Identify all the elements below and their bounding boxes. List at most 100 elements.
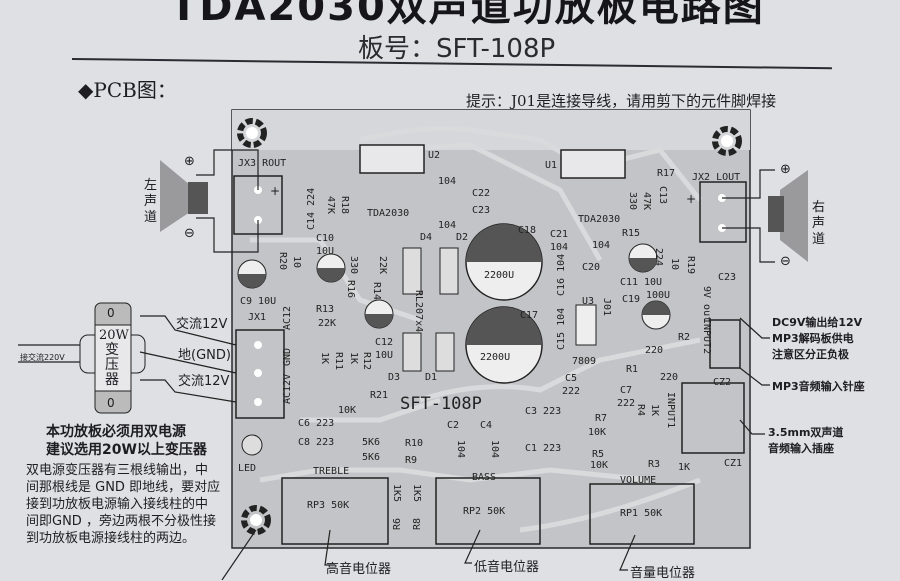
pcb-silkscreen-label: D4 [420, 232, 433, 243]
small-capacitor [641, 300, 671, 330]
pcb-silkscreen-label: TDA2030 [578, 214, 621, 225]
pcb-silkscreen-label: 104 [592, 240, 611, 251]
pcb-silkscreen-label: C22 [472, 188, 491, 199]
rp1-pot [589, 483, 695, 545]
pcb-silkscreen-label: 10U [375, 350, 394, 361]
pcb-silkscreen-label: AC12V [282, 373, 293, 404]
pcb-silkscreen-label: R11 [333, 352, 344, 371]
pcb-silkscreen-label: 10K [338, 405, 357, 416]
wiring-note-line: 到功放板电源接线柱的两边。 [26, 531, 196, 546]
transformer-power: 20W [99, 328, 129, 343]
pcb-silkscreen-label: C5 [565, 373, 578, 384]
pcb-silkscreen-label: 224 [653, 248, 664, 267]
pcb-silkscreen-label: RP2 50K [463, 506, 506, 517]
pcb-silkscreen-label: 330 [348, 256, 359, 275]
ac12v-label-1: 交流12V [176, 317, 228, 332]
pcb-silkscreen-label: CZ1 [724, 458, 743, 469]
bass-pot-callout: 低音电位器 [474, 560, 540, 575]
pcb-silkscreen-label: C18 [518, 225, 537, 236]
transformer-icon [79, 302, 146, 414]
pcb-silkscreen-label: SFT-108P [400, 394, 482, 414]
pcb-silkscreen-label: R20 [277, 252, 288, 271]
pcb-silkscreen-label: C12 [375, 337, 394, 348]
pcb-silkscreen-label: 7809 [572, 356, 597, 367]
pcb-silkscreen-label: 47K [641, 192, 652, 211]
pcb-silkscreen-label: JX3 ROUT [238, 158, 287, 169]
pcb-silkscreen-label: JX1 [248, 312, 267, 323]
pcb-top-margin [232, 110, 750, 150]
pcb-silkscreen-label: 104 [438, 176, 457, 187]
mp3-input-callout: MP3音频输入针座 [772, 380, 865, 393]
left-plus-icon: ⊕ [184, 154, 195, 169]
cz2-header [709, 319, 741, 369]
pcb-silkscreen-label: C6 223 [298, 418, 335, 429]
left-channel-label: 左声道 [144, 178, 158, 225]
pcb-section-heading: ◆PCB图： [78, 78, 177, 102]
pcb-silkscreen-label: 220 [660, 372, 679, 383]
rp2-pot [435, 477, 541, 545]
pcb-silkscreen-label: 1K [649, 404, 660, 417]
pcb-silkscreen-label: GND [282, 347, 293, 366]
pcb-silkscreen-label: C21 [550, 229, 569, 240]
pcb-silkscreen-label: 1K [319, 352, 330, 365]
pcb-silkscreen-label: 47K [325, 196, 336, 215]
small-capacitor [364, 299, 394, 329]
c17-capacitor [465, 306, 543, 384]
pcb-silkscreen-label: INPUT1 [665, 392, 676, 429]
pcb-silkscreen-label: INPUT2 [701, 318, 712, 355]
pcb-silkscreen-label: R16 [345, 280, 356, 299]
pcb-silkscreen-label: R12 [361, 352, 372, 371]
pcb-silkscreen-label: C14 224 [306, 187, 317, 230]
pcb-silkscreen-label: R2 [678, 332, 691, 343]
pcb-silkscreen-label: RP1 50K [620, 508, 663, 519]
pcb-silkscreen-label: C10 [316, 233, 335, 244]
pcb-silkscreen-label: 100U [646, 290, 671, 301]
board-number: 板号：SFT-108P [358, 34, 556, 64]
transformer-tab-bottom: 0 [107, 396, 115, 410]
c18-capacitor [465, 223, 543, 301]
pcb-silkscreen-label: R10 [405, 438, 424, 449]
wiring-note-line: 接到功放板电源输入接线柱的中 [26, 497, 209, 512]
pcb-silkscreen-label: R4 [635, 404, 646, 417]
pcb-silkscreen-label: R1 [626, 364, 639, 375]
pcb-silkscreen-label: C11 [620, 277, 639, 288]
pcb-silkscreen-label: 104 [438, 220, 457, 231]
d1-diode [435, 332, 455, 372]
d4-diode [402, 247, 422, 295]
pcb-silkscreen-label: 104 [455, 440, 466, 459]
pcb-silkscreen-label: D3 [388, 372, 401, 383]
small-capacitor [237, 259, 267, 289]
pcb-silkscreen-label: 10 [291, 256, 302, 269]
pcb-silkscreen-label: C4 [480, 420, 493, 431]
dc9v-callout-line: MP3解码板供电 [772, 332, 854, 345]
dc9v-callout-line: DC9V输出给12V [772, 316, 863, 329]
pcb-silkscreen-label: U1 [545, 160, 558, 171]
pcb-silkscreen-label: C1 223 [525, 443, 562, 454]
pcb-silkscreen-label: 22K [318, 318, 337, 329]
pcb-silkscreen-label: R9 [405, 455, 418, 466]
pcb-silkscreen-label: 2200U [480, 352, 511, 363]
pcb-silkscreen-label: C13 [657, 186, 668, 205]
pcb-silkscreen-label: 1K [348, 352, 359, 365]
jack-callout-line: 3.5mm双声道 [768, 426, 844, 439]
pcb-silkscreen-label: 1K5 [391, 484, 402, 503]
jx2-plus: + [686, 192, 697, 206]
pcb-silkscreen-label: C16 104 [556, 253, 567, 296]
pcb-silkscreen-label: R8 [412, 517, 423, 530]
pcb-silkscreen-label: 9V out [701, 286, 712, 323]
pcb-silkscreen-label: R3 [648, 459, 661, 470]
d3-diode [402, 332, 422, 372]
pcb-silkscreen-label: C19 [622, 294, 641, 305]
gnd-label: 地(GND) [178, 348, 231, 363]
pcb-silkscreen-label: R13 [316, 304, 335, 315]
transformer-recommendation: 建议选用20W以上变压器 [46, 442, 207, 458]
hint-text: 提示：J01是连接导线，请用剪下的元件脚焊接 [466, 92, 777, 110]
small-capacitor [628, 243, 658, 273]
left-speaker-icon [160, 160, 208, 232]
pcb-silkscreen-label: C8 223 [298, 437, 335, 448]
rp3-pot [281, 477, 389, 545]
pcb-silkscreen-label: 5K6 [362, 437, 381, 448]
pcb-silkscreen-label: BASS [472, 472, 497, 483]
pcb-silkscreen-label: 222 [617, 398, 636, 409]
